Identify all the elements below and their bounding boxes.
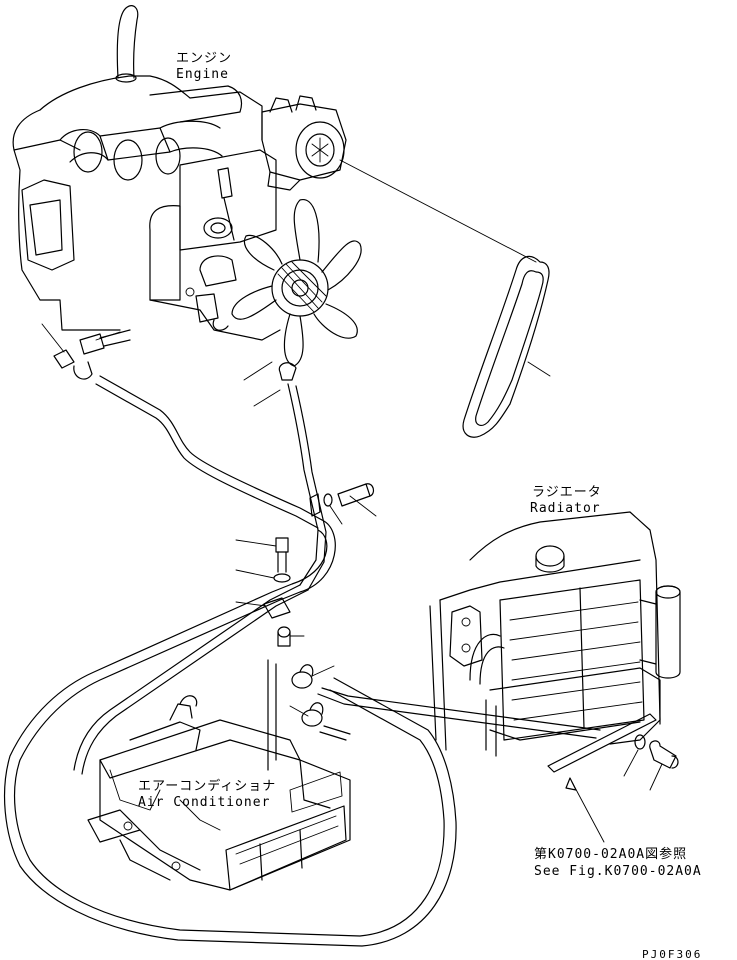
drawing-code: PJ0F306 — [642, 948, 702, 960]
v-belt — [462, 255, 550, 438]
radiator-assembly — [429, 511, 681, 773]
reference-label-jp: 第K0700-02A0A図参照 — [534, 846, 687, 862]
labels: エンジン Engine ラジエータ Radiator エアーコンディショナ Ai… — [138, 51, 702, 960]
radiator-label-en: Radiator — [530, 501, 601, 516]
leader-lines — [41, 159, 663, 843]
reference-label-en: See Fig.K0700-02A0A — [534, 864, 702, 879]
radiator-label-jp: ラジエータ — [532, 485, 602, 500]
engine-label-en: Engine — [176, 67, 229, 82]
air-conditioner-unit — [87, 695, 351, 891]
aircon-label-en: Air Conditioner — [138, 795, 270, 810]
fan — [231, 199, 362, 367]
engine-label-jp: エンジン — [176, 51, 232, 66]
aircon-label-jp: エアーコンディショナ — [138, 778, 276, 794]
